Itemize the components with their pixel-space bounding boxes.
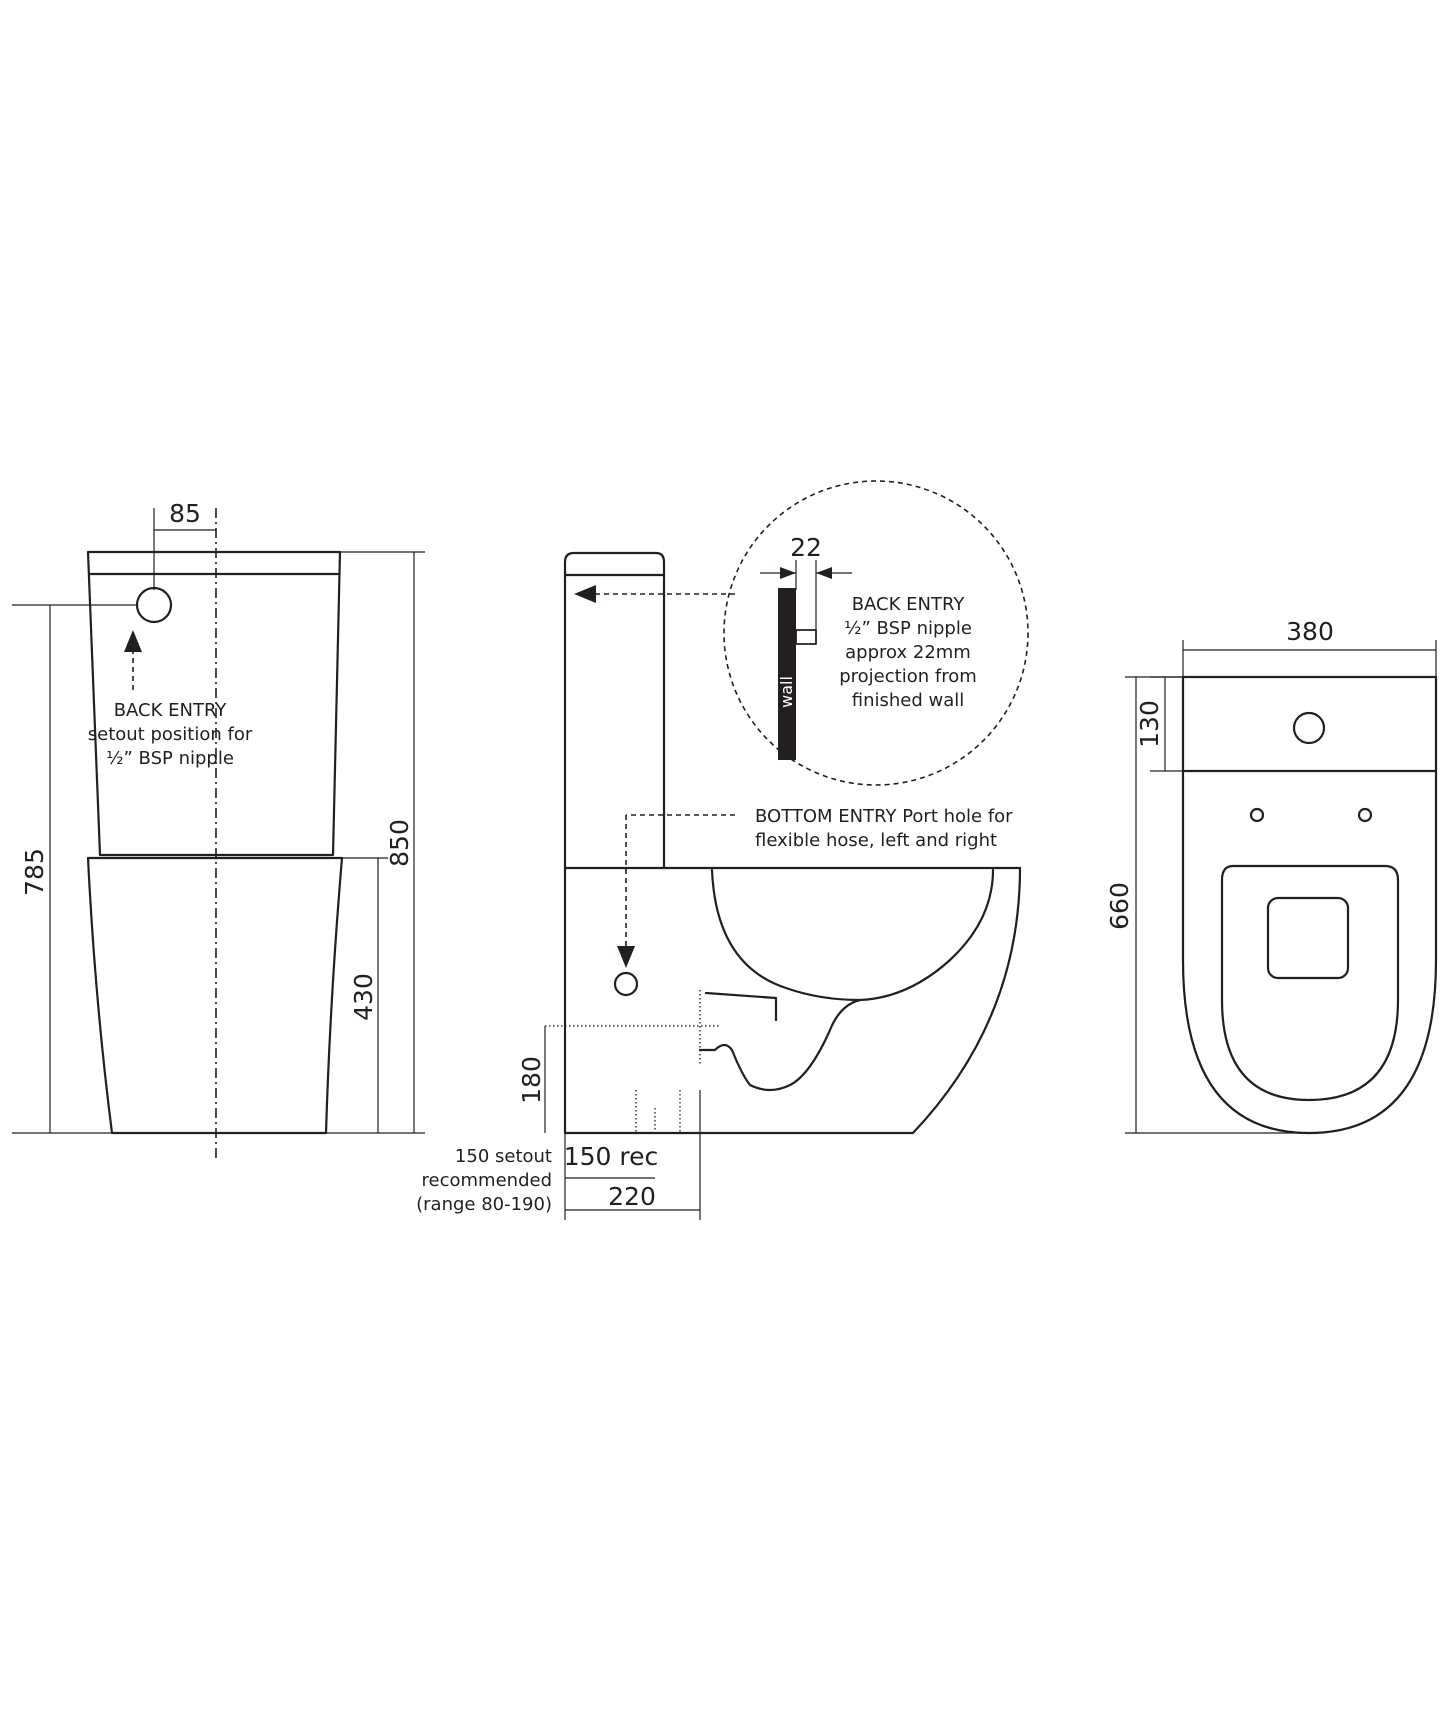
bottom-entry-line2: flexible hose, left and right: [755, 830, 997, 851]
front-cistern-outline: [86, 550, 342, 857]
front-note-line2: setout position for: [88, 724, 253, 745]
bottom-entry-arrow-icon: [617, 946, 635, 968]
side-bowl-interior: [710, 868, 995, 1002]
side-pan-outline: [563, 866, 1022, 1135]
detail-line2: ½” BSP nipple: [844, 618, 972, 639]
dim-cistern-depth: 130: [1135, 700, 1164, 748]
front-pan-outline: [86, 856, 344, 1135]
dim-pan-height: 430: [349, 973, 378, 1021]
dim-total-height: 850: [385, 819, 414, 867]
seat-hinge-right-icon: [1357, 807, 1373, 823]
nipple-projection: [795, 629, 817, 645]
dim-projection: 22: [790, 533, 822, 562]
top-seat-outline: [1220, 864, 1400, 1102]
back-entry-arrow-icon: [124, 630, 142, 652]
dim-nipple-height: 785: [20, 848, 49, 896]
setout-line3: (range 80-190): [416, 1194, 552, 1215]
dim-width: 380: [1286, 617, 1334, 646]
dim-total-depth: 660: [1105, 882, 1134, 930]
wall-section: [778, 588, 796, 760]
top-view: 380 130 660: [1105, 617, 1438, 1135]
setout-line2: recommended: [422, 1170, 552, 1191]
dim-outlet-height: 180: [517, 1056, 546, 1104]
bottom-entry-line1: BOTTOM ENTRY Port hole for: [755, 806, 1013, 827]
top-cistern-outline: [1181, 675, 1438, 773]
front-note-line1: BACK ENTRY: [114, 700, 228, 721]
flush-button-icon: [1292, 711, 1326, 745]
front-view: 85 BACK ENTRY setout position for ½” BSP…: [12, 499, 425, 1158]
dim-setout-rec: 150 rec: [564, 1142, 659, 1171]
side-cistern-outline: [563, 551, 666, 870]
side-view: wall 22 BACK ENTRY ½” BSP nipple approx …: [416, 480, 1029, 1220]
back-entry-nipple-icon: [135, 586, 173, 624]
detail-line5: finished wall: [852, 690, 965, 711]
detail-line1: BACK ENTRY: [852, 594, 966, 615]
detail-line3: approx 22mm: [845, 642, 971, 663]
top-bowl-opening: [1266, 896, 1350, 980]
dim-base-depth: 220: [608, 1182, 656, 1211]
dim-nipple-offset: 85: [169, 499, 201, 528]
front-note-line3: ½” BSP nipple: [106, 748, 234, 769]
setout-line1: 150 setout: [455, 1146, 552, 1167]
detail-arrow-icon: [574, 585, 596, 603]
back-entry-detail-circle: [723, 480, 1029, 786]
bottom-entry-port-icon: [613, 971, 639, 997]
wall-label: wall: [777, 676, 796, 708]
detail-line4: projection from: [839, 666, 977, 687]
seat-hinge-left-icon: [1249, 807, 1265, 823]
